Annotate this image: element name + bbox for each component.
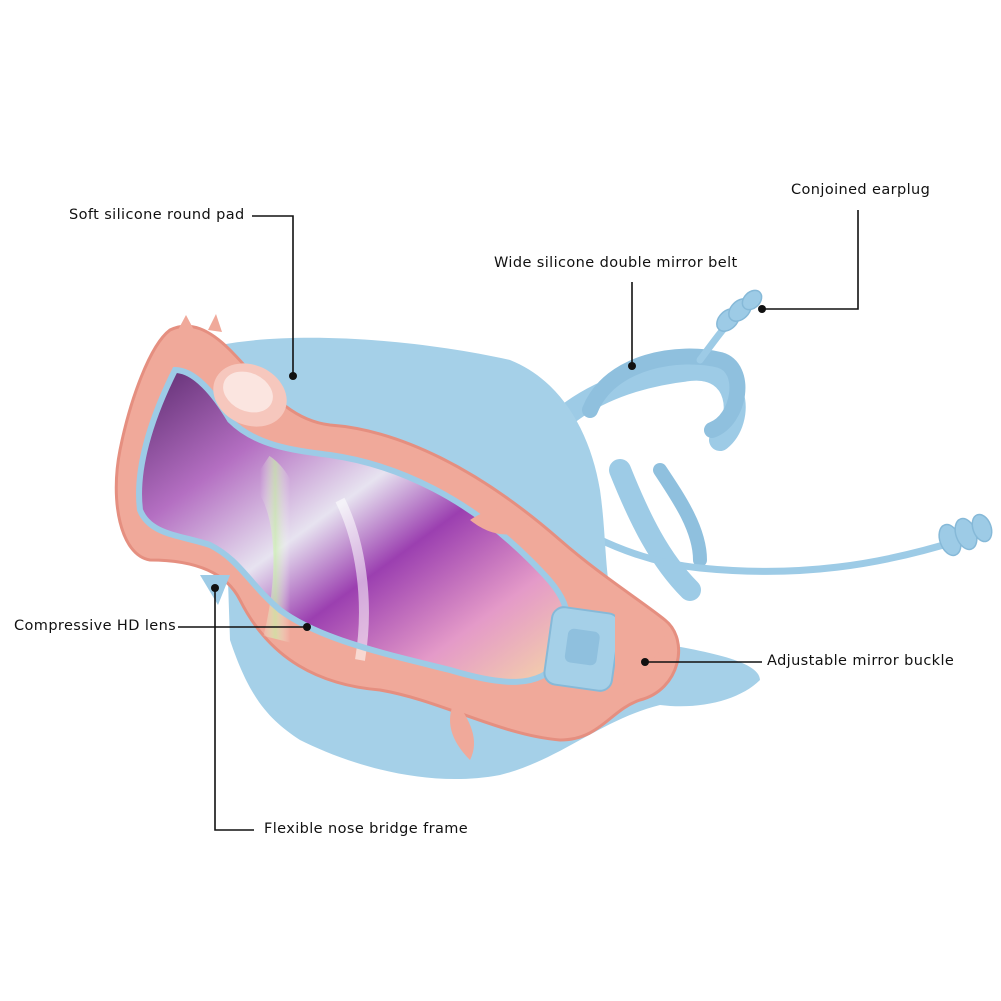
label-round-pad: Soft silicone round pad	[69, 207, 245, 223]
label-earplug: Conjoined earplug	[791, 182, 931, 198]
frame-ears	[178, 314, 222, 332]
label-nose-bridge: Flexible nose bridge frame	[264, 821, 469, 837]
frame-fin	[470, 507, 530, 535]
label-hd-lens: Compressive HD lens	[14, 618, 177, 634]
mirror-buckle	[543, 606, 665, 692]
callout-dots	[211, 305, 766, 666]
round-pad	[213, 363, 287, 427]
label-mirror-belt: Wide silicone double mirror belt	[494, 255, 738, 271]
earplug-upper	[716, 289, 763, 332]
callout-lines	[178, 210, 859, 831]
label-mirror-buckle: Adjustable mirror buckle	[767, 653, 955, 669]
earplug-right	[938, 513, 993, 557]
